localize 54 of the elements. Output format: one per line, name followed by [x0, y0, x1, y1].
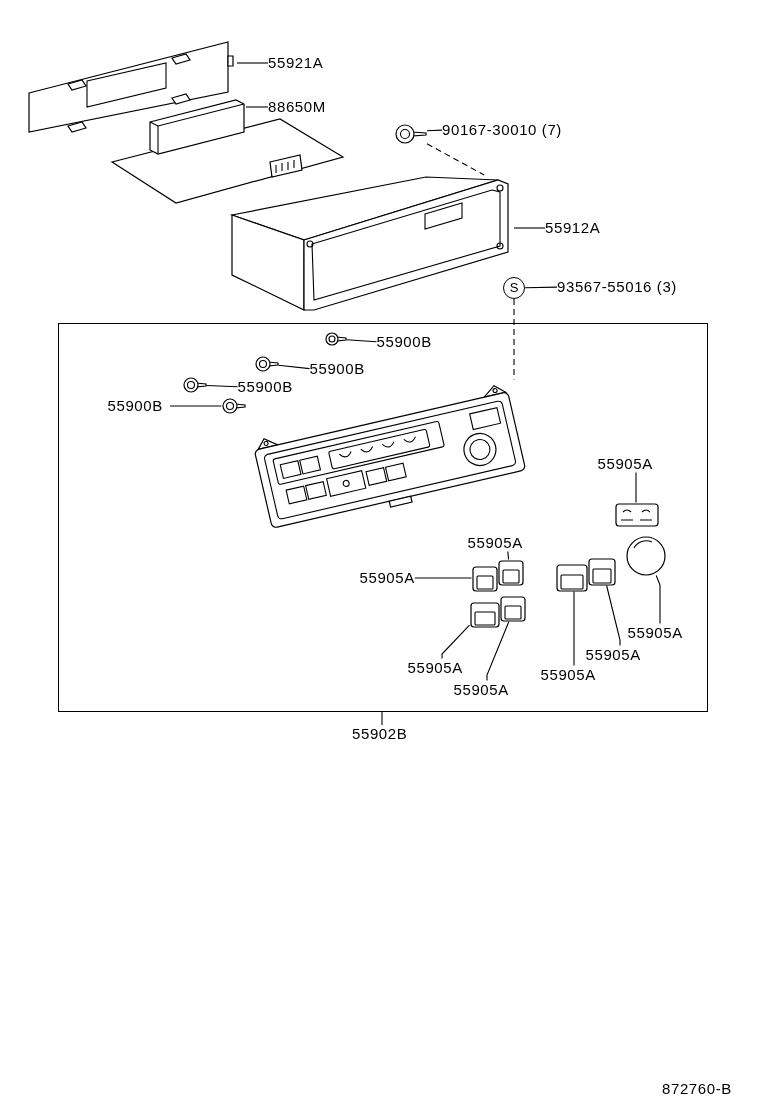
part-number: 55905A — [359, 568, 415, 587]
button-drawing — [555, 563, 588, 592]
part-number: 55905A — [407, 658, 463, 677]
button-drawing — [499, 595, 526, 622]
leader-line — [524, 286, 558, 289]
part-number: 55905A — [597, 454, 653, 473]
drawing-number: 872760-B — [662, 1080, 732, 1098]
part-number: 55902B — [352, 725, 408, 743]
leader-line — [426, 129, 443, 132]
part-number: 55900B — [107, 396, 163, 415]
leader-line — [277, 364, 311, 370]
part-number: 55905A — [627, 623, 683, 642]
button-drawing — [469, 601, 500, 628]
part-number: 55905A — [540, 665, 596, 684]
leader-line — [513, 227, 546, 229]
part-number: 55900B — [309, 359, 365, 378]
part-number: 90167-30010 (7) — [442, 121, 562, 139]
screw-drawing — [324, 331, 347, 346]
leader-line — [606, 584, 621, 647]
leader-line — [573, 590, 575, 667]
switch-button-drawing — [614, 502, 659, 527]
part-number: 55900B — [237, 377, 293, 396]
screw-drawing — [254, 355, 279, 372]
part-number: 55905A — [467, 533, 523, 552]
button-drawing — [587, 557, 616, 586]
part-number: 55905A — [585, 645, 641, 664]
leader-line — [414, 577, 473, 579]
part-number: 55900B — [376, 332, 432, 351]
leader-line — [236, 62, 269, 64]
leader-line — [655, 574, 661, 625]
leader-line — [426, 143, 485, 176]
leader-line — [486, 620, 510, 682]
assembly-frame — [58, 323, 708, 712]
leader-line — [635, 471, 637, 504]
leader-line — [507, 550, 510, 561]
knob-drawing — [625, 535, 666, 576]
button-drawing — [471, 565, 498, 592]
part-number: 88650M — [268, 98, 326, 116]
leader-line — [441, 624, 471, 660]
part-number: 55912A — [545, 219, 601, 237]
leader-line — [169, 405, 223, 407]
button-drawing — [497, 559, 524, 586]
part-number: 55905A — [453, 680, 509, 699]
leader-line — [513, 298, 515, 381]
screw-drawing — [221, 397, 246, 414]
leader-line — [205, 384, 239, 388]
leader-line — [345, 339, 378, 343]
screw-drawing — [182, 376, 207, 393]
part-number: 93567-55016 (3) — [557, 278, 677, 296]
module-drawing — [148, 98, 246, 158]
part-number: 55921A — [268, 54, 324, 72]
leader-line — [245, 106, 269, 108]
leader-line — [381, 711, 383, 726]
screw-drawing — [395, 124, 427, 144]
